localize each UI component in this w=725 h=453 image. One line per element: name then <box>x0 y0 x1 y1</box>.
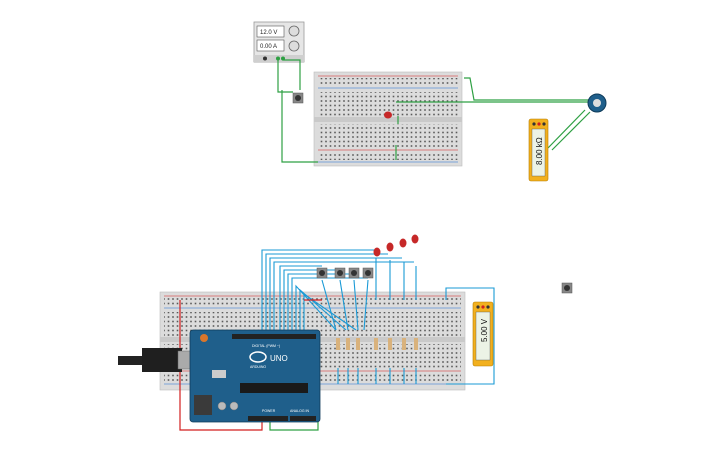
resistor[interactable] <box>402 338 406 350</box>
voltage-readout: 12.0 V <box>260 30 277 36</box>
pushbuttons-bottom <box>316 267 374 279</box>
resistors <box>336 338 418 350</box>
multimeter-top[interactable]: 8.00 kΩ <box>528 118 549 182</box>
multimeter-bottom-readout: 5.00 V <box>480 318 489 342</box>
power-label: POWER <box>262 409 276 413</box>
current-knob[interactable] <box>288 40 300 52</box>
analog-header[interactable] <box>290 416 316 421</box>
terminal-negative[interactable] <box>263 56 267 61</box>
pushbutton-loose[interactable] <box>561 282 573 294</box>
resistor[interactable] <box>336 338 340 350</box>
led[interactable] <box>373 247 381 257</box>
breadboard-top[interactable] <box>313 71 463 167</box>
brand-label: ARDUINO <box>250 365 266 369</box>
model-label: UNO <box>270 354 288 363</box>
leds-bottom <box>373 234 419 257</box>
multimeter-top-readout: 8.00 kΩ <box>535 137 544 165</box>
usb-cable <box>118 348 193 372</box>
digital-label: DIGITAL (PWM ~) <box>252 344 280 348</box>
resistor[interactable] <box>414 338 418 350</box>
resistor[interactable] <box>346 338 350 350</box>
power-header[interactable] <box>248 416 288 421</box>
power-supply[interactable]: 12.0 V 0.00 A <box>253 21 305 63</box>
resistor[interactable] <box>374 338 378 350</box>
wires-top <box>277 58 592 163</box>
current-readout: 0.00 A <box>260 44 277 50</box>
led[interactable] <box>411 234 419 244</box>
analog-label: ANALOG IN <box>290 409 310 413</box>
arduino-uno[interactable]: DIGITAL (PWM ~) UNO ARDUINO POWER ANALOG… <box>189 329 321 423</box>
led[interactable] <box>399 238 407 248</box>
potentiometer[interactable] <box>587 93 607 113</box>
voltage-knob[interactable] <box>288 25 300 37</box>
voltage-display <box>256 25 285 38</box>
digital-header[interactable] <box>232 334 316 339</box>
microcontroller-chip <box>240 383 308 393</box>
resistor[interactable] <box>356 338 360 350</box>
multimeter-bottom[interactable]: 5.00 V <box>472 301 494 367</box>
led-top[interactable] <box>384 111 392 119</box>
reset-button[interactable] <box>200 334 208 342</box>
current-display <box>256 39 285 52</box>
power-jack[interactable] <box>194 395 212 415</box>
arduino-logo <box>249 351 267 363</box>
wires-blue <box>261 249 495 385</box>
pushbutton-top[interactable] <box>292 92 304 104</box>
resistor[interactable] <box>388 338 392 350</box>
crystal <box>212 370 226 378</box>
led[interactable] <box>386 242 394 252</box>
